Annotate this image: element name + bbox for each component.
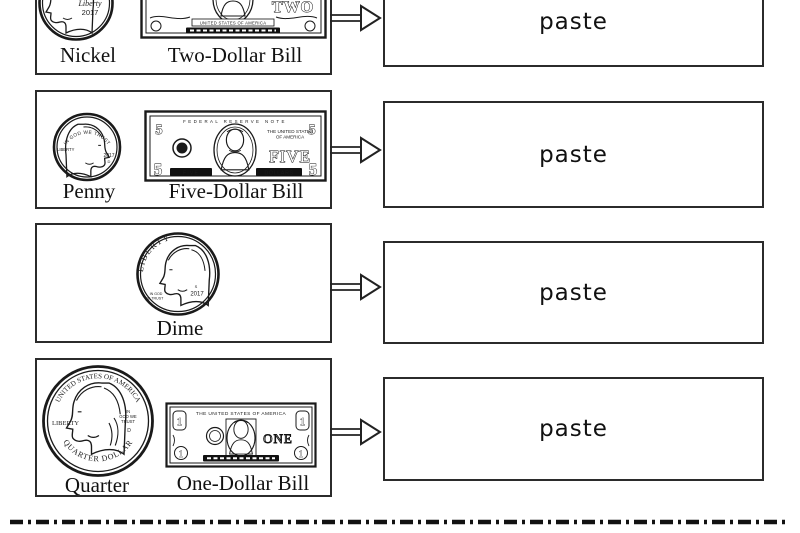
coin-label: Nickel — [60, 43, 116, 67]
dime-portrait — [158, 244, 211, 307]
coin-label: Dime — [156, 316, 204, 340]
two-dollar-bill-image: TWO UNITED STATES OF AMERICA — [140, 0, 327, 39]
five-country-line2: OF AMERICA — [276, 135, 305, 140]
five-header: FEDERAL RESERVE NOTE — [183, 119, 287, 124]
penny-portrait — [64, 123, 111, 179]
penny-coin-image: IN GOD WE TRUST LIBERTY 2017 D — [52, 112, 122, 182]
five-numeral-tr: 5 — [309, 123, 316, 138]
dime-motto-line2: WE TRUST — [145, 296, 165, 300]
five-numeral-tl: 5 — [156, 123, 163, 138]
dime-coin-image: LIBERTY IN GOD WE TRUST S 2017 — [135, 232, 220, 316]
one-numeral-tl: 1 — [177, 416, 183, 428]
quarter-motto-line3: TRUST — [121, 419, 135, 424]
quarter-portrait — [65, 382, 127, 456]
paste-box-row3: paste — [383, 241, 764, 344]
nickel-portrait — [44, 0, 95, 35]
nickel-coin-image: Liberty 2017 — [38, 0, 114, 41]
bill-label: Two-Dollar Bill — [167, 43, 303, 67]
two-dollar-denomination: TWO — [272, 0, 314, 16]
dime-motto-line1: IN GOD — [150, 292, 163, 296]
paste-text: paste — [539, 279, 608, 306]
arrow-row4-icon — [330, 418, 382, 446]
five-denomination: FIVE — [269, 147, 311, 166]
penny-liberty: LIBERTY — [57, 147, 75, 152]
source-box-row3: LIBERTY IN GOD WE TRUST S 2017 Dime — [35, 223, 332, 343]
one-portrait — [229, 419, 253, 455]
one-seal-icon — [205, 426, 225, 446]
source-box-row4: UNITED STATES OF AMERICA QUARTER DOLLAR … — [35, 358, 332, 497]
dime-year: 2017 — [190, 292, 204, 298]
bill-label: Five-Dollar Bill — [168, 179, 304, 203]
one-numeral-tr: 1 — [300, 416, 306, 428]
five-numeral-br: 5 — [309, 160, 318, 179]
dime-mint: S — [195, 284, 198, 289]
paste-box-row1: paste — [383, 0, 764, 67]
one-dollar-bill-image: THE UNITED STATES OF AMERICA 1 1 1 1 ONE — [165, 402, 317, 468]
quarter-coin-image: UNITED STATES OF AMERICA QUARTER DOLLAR … — [42, 365, 154, 477]
arrow-row3-icon — [330, 273, 382, 301]
svg-text:LIBERTY: LIBERTY — [135, 232, 172, 272]
paste-text: paste — [539, 416, 608, 442]
quarter-motto-line1: IN — [126, 409, 130, 414]
five-band-right: DOLLARS — [264, 170, 293, 176]
coin-label: Penny — [62, 179, 116, 203]
five-seal-icon — [172, 138, 192, 158]
five-numeral-bl: 5 — [154, 160, 163, 179]
paste-text: paste — [539, 9, 608, 35]
paste-text: paste — [539, 141, 608, 168]
five-band-left: FIVE — [183, 170, 199, 176]
bill-label: One-Dollar Bill — [176, 471, 310, 495]
arrow-row1-icon — [330, 4, 382, 32]
penny-mint: D — [108, 159, 111, 164]
cut-line — [10, 519, 790, 525]
quarter-liberty: LIBERTY — [52, 420, 79, 427]
penny-year: 2017 — [103, 153, 114, 159]
dime-liberty: LIBERTY — [135, 232, 170, 272]
five-portrait — [220, 128, 250, 171]
coin-label: Quarter — [64, 473, 130, 497]
source-box-row1: Liberty 2017 TWO UNITED STATES OF AMERIC… — [35, 0, 332, 75]
source-box-row2: IN GOD WE TRUST LIBERTY 2017 D FEDERAL R… — [35, 90, 332, 209]
paste-box-row4: paste — [383, 377, 764, 481]
nickel-year: 2017 — [82, 8, 99, 17]
paste-box-row2: paste — [383, 101, 764, 208]
one-numeral-br: 1 — [299, 449, 304, 459]
quarter-mint: D — [127, 428, 131, 434]
five-dollar-bill-image: FEDERAL RESERVE NOTE 5 5 5 5 THE UNITED … — [144, 110, 327, 182]
one-denomination: ONE — [263, 431, 293, 446]
two-dollar-country: UNITED STATES OF AMERICA — [200, 21, 267, 26]
one-country: THE UNITED STATES OF AMERICA — [196, 411, 287, 417]
five-country-line1: THE UNITED STATES — [267, 129, 313, 134]
nickel-motto: Liberty — [77, 0, 102, 8]
arrow-row2-icon — [330, 136, 382, 164]
quarter-motto-line2: GOD WE — [119, 414, 137, 419]
one-numeral-bl: 1 — [179, 449, 184, 459]
two-dollar-portrait — [220, 0, 246, 17]
